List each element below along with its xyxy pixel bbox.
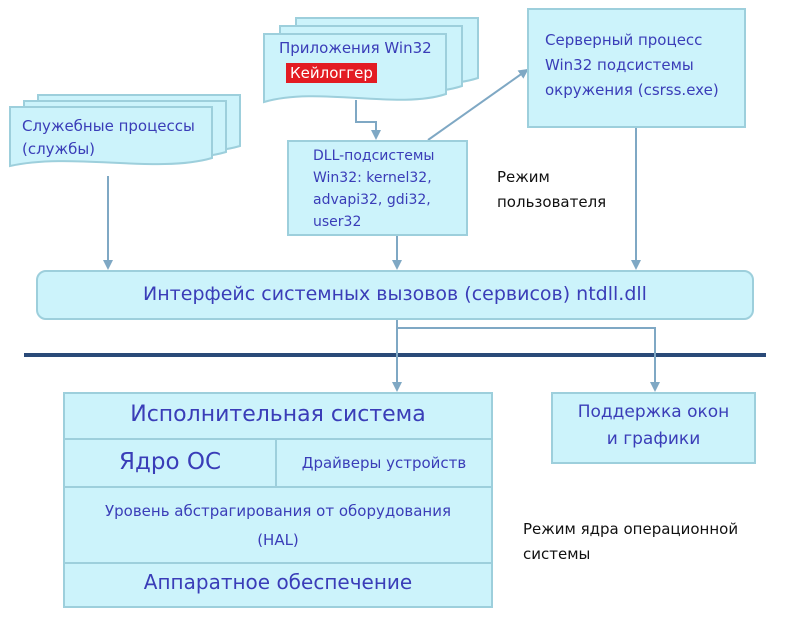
executive-label: Исполнительная система xyxy=(130,402,426,427)
hardware-box xyxy=(63,562,493,608)
csrss-line2: Win32 подсистемы xyxy=(545,56,694,74)
win32-apps-title: Приложения Win32 xyxy=(279,39,432,57)
window-graphics-box xyxy=(551,392,756,464)
dll-subsystem-line3: advapi32, gdi32, xyxy=(313,192,431,208)
drivers-label: Драйверы устройств xyxy=(301,454,467,472)
services-label-line1: Служебные процессы xyxy=(22,117,195,135)
syscall-interface-box xyxy=(36,270,754,320)
hardware-label: Аппаратное обеспечение xyxy=(143,570,413,594)
kernel-mode-label-line1: Режим ядра операционной xyxy=(523,520,739,538)
arrow-apps-to-dll xyxy=(355,100,381,140)
hal-label-line2: (HAL) xyxy=(257,531,299,549)
dll-subsystem-box xyxy=(287,140,468,236)
kernel-mode-label-line2: системы xyxy=(523,545,591,563)
arrow-syscall-to-graphics xyxy=(397,327,660,392)
syscall-interface-label: Интерфейс системных вызовов (сервисов) n… xyxy=(143,283,647,305)
hal-box xyxy=(63,486,493,564)
csrss-box xyxy=(527,8,746,128)
user-mode-label-line1: Режим xyxy=(497,168,550,186)
keylogger-highlight: Кейлоггер xyxy=(286,63,377,83)
window-graphics-line1: Поддержка окон xyxy=(577,402,730,422)
dll-subsystem-line1: DLL-подсистемы xyxy=(313,148,435,164)
keylogger-label: Кейлоггер xyxy=(286,63,377,83)
services-label-line2: (службы) xyxy=(22,140,96,158)
arrow-dll-to-csrss xyxy=(427,68,529,141)
dll-subsystem-line4: user32 xyxy=(313,214,362,230)
csrss-line3: окружения (csrss.exe) xyxy=(545,81,719,99)
dll-subsystem-line2: Win32: kernel32, xyxy=(313,170,432,186)
user-mode-label-line2: пользователя xyxy=(497,193,607,211)
kernel-label: Ядро ОС xyxy=(118,449,222,475)
win32-apps-document-stack xyxy=(263,17,479,104)
csrss-line1: Серверный процесс xyxy=(545,31,703,49)
window-graphics-line2: и графики xyxy=(606,429,701,449)
hal-label-line1: Уровень абстрагирования от оборудования xyxy=(104,502,452,520)
